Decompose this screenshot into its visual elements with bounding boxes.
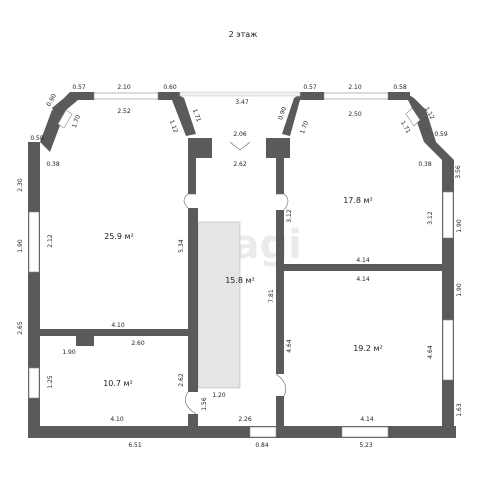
dim-label: 1.90 [17, 239, 24, 253]
dim-label: 2.30 [17, 178, 24, 192]
windows [28, 91, 454, 438]
dim-label: 1.56 [201, 397, 208, 411]
dim-label: 2.06 [233, 131, 247, 138]
dim-label: 0.57 [303, 84, 317, 91]
dim-label: 0.60 [163, 84, 177, 91]
room-label-a: 25.9 м² [104, 232, 134, 241]
dim-label: 0.59 [434, 131, 448, 138]
window-right-lower [442, 319, 454, 381]
dim-label: 0.38 [46, 161, 60, 168]
door-room-c [275, 373, 287, 397]
wall-hall-right-lower [276, 396, 284, 426]
dim-label: 1.90 [456, 283, 463, 297]
wall-right-bay-b [404, 92, 436, 142]
window-right-bay-top [323, 92, 389, 100]
room-label-d: 10.7 м² [103, 379, 133, 388]
dim-label: 1.12 [168, 119, 179, 134]
room-label-hall: 15.8 м² [225, 276, 255, 285]
staircase [197, 221, 241, 389]
dim-label: 4.14 [356, 276, 370, 283]
wall-right-bay-a [282, 92, 312, 136]
dim-label: 4.64 [427, 345, 434, 359]
dimension-labels: 0.57 2.10 0.60 3.47 0.57 2.10 0.58 0.90 … [17, 84, 463, 449]
room-label-c: 19.2 м² [353, 344, 383, 353]
dim-label: 2.50 [348, 111, 362, 118]
dim-label: 5.23 [359, 442, 373, 449]
wall-left-chamfer [28, 110, 62, 152]
window-left-bay-top [93, 92, 159, 100]
dim-label: 7.81 [268, 289, 275, 303]
wall-hall-right [276, 210, 284, 374]
dim-label: 1.71 [399, 120, 412, 135]
wall-right-chamfer [424, 142, 454, 160]
wall-corridor-right [266, 138, 290, 158]
wall-stub [188, 414, 198, 426]
dim-label: 0.84 [255, 442, 269, 449]
dim-label: 4.64 [286, 339, 293, 353]
room-label-b: 17.8 м² [343, 196, 373, 205]
dim-label: 2.65 [17, 321, 24, 335]
dim-label: 0.38 [418, 161, 432, 168]
window-left-upper [28, 211, 40, 273]
wall-right-rooms-divider [284, 264, 442, 271]
dim-label: 0.90 [277, 106, 288, 121]
dim-label: 0.57 [72, 84, 86, 91]
door-hall-right [276, 193, 289, 211]
door-corridor [229, 141, 251, 151]
wall-corridor-r-upper [276, 158, 284, 194]
window-bottom-mid [249, 426, 277, 438]
door-hall-left [183, 193, 196, 209]
door-room-d [185, 391, 197, 415]
wall-left-rooms-divider [40, 329, 188, 336]
wall-left-bay-b [172, 92, 196, 136]
dim-label: 4.10 [110, 416, 124, 423]
dim-label: 2.10 [117, 84, 131, 91]
dim-label: 2.52 [117, 108, 131, 115]
doors [183, 141, 289, 415]
dim-label: 2.10 [348, 84, 362, 91]
dim-label: 3.47 [235, 99, 249, 106]
window-bottom-right [341, 426, 389, 438]
wall-right-bay-top-r [388, 92, 410, 100]
dim-label: 1.63 [456, 403, 463, 417]
dim-label: 3.56 [455, 165, 462, 179]
wall-right-bay-top [300, 92, 324, 100]
dim-label: 4.14 [360, 416, 374, 423]
dim-label: 1.20 [212, 392, 226, 399]
dim-label: 2.26 [238, 416, 252, 423]
room-labels: 25.9 м² 17.8 м² 15.8 м² 19.2 м² 10.7 м² [103, 196, 383, 388]
wall-divider-jog [76, 336, 94, 346]
dim-label: 1.71 [191, 108, 202, 123]
dim-label: 2.60 [131, 340, 145, 347]
window-center-glass [179, 91, 301, 97]
floor-title: 2 этаж [229, 30, 258, 39]
dim-label: 1.70 [71, 114, 82, 129]
dim-label: 6.51 [128, 442, 142, 449]
window-left-bay-side [57, 109, 73, 129]
dim-label: 3.12 [427, 211, 434, 225]
window-right-bay-side [405, 107, 421, 127]
dim-label: 4.10 [111, 322, 125, 329]
window-right-upper [442, 191, 454, 239]
dim-label: 3.12 [286, 209, 293, 223]
dim-label: 1.70 [299, 120, 310, 135]
dim-label: 2.62 [233, 161, 247, 168]
wall-corridor-left [188, 138, 212, 158]
dim-label: 1.90 [62, 349, 76, 356]
wall-hall-left [188, 208, 198, 392]
dim-label: 0.58 [30, 135, 44, 142]
wall-left-bay-top-r [158, 92, 180, 100]
dim-label: 2.12 [47, 234, 54, 248]
dim-label: 1.25 [47, 375, 54, 389]
dim-label: 5.34 [178, 239, 185, 253]
wall-left-bay-top [70, 92, 94, 100]
dim-label: 2.62 [178, 373, 185, 387]
window-left-lower [28, 367, 40, 399]
wall-corridor-l-upper [188, 158, 196, 194]
dim-label: 0.58 [393, 84, 407, 91]
dim-label: 4.14 [356, 257, 370, 264]
dim-label: 1.90 [456, 219, 463, 233]
wall-bottom [28, 426, 456, 438]
